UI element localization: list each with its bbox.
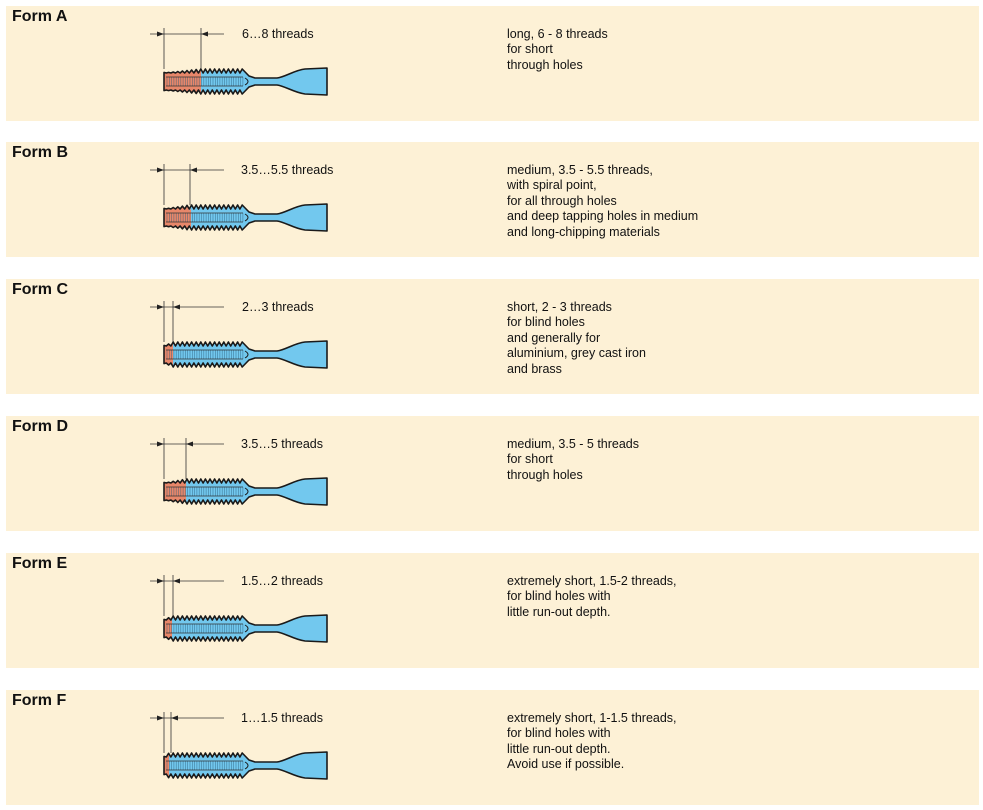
form-a-threads-label: 6…8 threads — [242, 27, 314, 41]
dimension-arrow — [157, 167, 164, 173]
tap-outline — [163, 614, 328, 643]
dimension-arrow — [157, 304, 164, 310]
form-e-description-line: little run-out depth. — [507, 604, 611, 619]
dimension-arrow — [173, 578, 180, 584]
form-c-description-line: and brass — [507, 361, 562, 376]
form-f-description: extremely short, 1-1.5 threads, for blin… — [507, 711, 677, 773]
form-e-description-line: for blind holes with — [507, 589, 611, 604]
form-c-description-line: aluminium, grey cast iron — [507, 346, 646, 361]
form-d-title: Form D — [12, 418, 68, 435]
form-a-description-line: through holes — [507, 57, 583, 72]
form-b-tap-diagram — [150, 164, 328, 232]
form-d-description-line: for short — [507, 452, 553, 467]
form-f-tap-diagram — [150, 712, 328, 780]
form-a-description-line: for short — [507, 42, 553, 57]
neck-groove — [244, 761, 249, 770]
form-b-description-line: for all through holes — [507, 193, 617, 208]
neck-groove — [244, 213, 249, 222]
form-c-description-line: and generally for — [507, 330, 601, 345]
neck-groove — [244, 624, 249, 633]
chamfer-region — [164, 478, 186, 505]
dimension-arrow — [201, 31, 208, 37]
tap-outline — [163, 340, 328, 369]
tap-outline — [163, 751, 328, 780]
form-a-title: Form A — [12, 8, 68, 25]
form-b-description-line: with spiral point, — [507, 178, 597, 193]
chamfer-region — [164, 615, 172, 642]
form-c-tap-diagram — [150, 301, 328, 369]
form-f-threads-label: 1…1.5 threads — [241, 711, 323, 725]
form-e-description-line: extremely short, 1.5-2 threads, — [507, 574, 677, 588]
form-d-description-line: through holes — [507, 467, 583, 482]
tap-body — [164, 478, 327, 505]
form-d-tap-diagram — [150, 438, 328, 506]
form-d-threads-label: 3.5…5 threads — [241, 437, 323, 451]
form-a-description: long, 6 - 8 threads for short through ho… — [507, 27, 608, 73]
dimension-arrow — [157, 578, 164, 584]
form-c-description: short, 2 - 3 threads for blind holes and… — [507, 300, 646, 377]
chamfer-region — [164, 341, 173, 368]
form-f-title: Form F — [12, 692, 67, 709]
tap-body — [164, 341, 327, 368]
tap-outline — [163, 67, 328, 96]
neck-groove — [244, 487, 249, 496]
chamfer-group — [164, 752, 244, 779]
form-b-description-line: medium, 3.5 - 5.5 threads, — [507, 163, 653, 177]
form-c-description-line: for blind holes — [507, 315, 585, 330]
form-b-threads-label: 3.5…5.5 threads — [241, 163, 334, 177]
form-e-description: extremely short, 1.5-2 threads, for blin… — [507, 574, 677, 620]
neck-groove — [244, 77, 249, 86]
form-b-description-line: and long-chipping materials — [507, 224, 660, 239]
form-b-description-line: and deep tapping holes in medium — [507, 209, 699, 224]
form-b-panel: Form B 3.5…5.5 threads medium, 3.5 - 5.5… — [6, 142, 979, 257]
chamfer-group — [164, 478, 244, 505]
form-f-description-line: Avoid use if possible. — [507, 757, 625, 772]
dimension-arrow — [157, 441, 164, 447]
form-a-panel: Form A 6…8 threads long, 6 - 8 threads f… — [6, 6, 979, 121]
form-e-threads-label: 1.5…2 threads — [241, 574, 323, 588]
form-e-tap-diagram — [150, 575, 328, 643]
form-d-panel: Form D 3.5…5 threads medium, 3.5 - 5 thr… — [6, 416, 979, 531]
chamfer-region — [164, 68, 201, 95]
form-f-description-line: little run-out depth. — [507, 741, 611, 756]
chamfer-group — [164, 615, 244, 642]
form-e-panel: Form E 1.5…2 threads extremely short, 1.… — [6, 553, 979, 668]
tap-body — [164, 204, 327, 231]
form-d-description: medium, 3.5 - 5 threads for short throug… — [507, 437, 639, 483]
form-d-description-line: medium, 3.5 - 5 threads — [507, 437, 640, 451]
tap-outline — [163, 203, 328, 232]
form-a-tap-diagram — [150, 28, 328, 96]
form-e-title: Form E — [12, 555, 68, 572]
form-f-panel: Form F 1…1.5 threads extremely short, 1-… — [6, 690, 979, 805]
dimension-arrow — [186, 441, 193, 447]
form-a-description-line: long, 6 - 8 threads — [507, 27, 608, 41]
form-c-title: Form C — [12, 281, 68, 298]
tap-body — [164, 615, 327, 642]
form-f-description-line: extremely short, 1-1.5 threads, — [507, 711, 677, 725]
form-f-description-line: for blind holes with — [507, 726, 611, 741]
form-b-title: Form B — [12, 144, 68, 161]
dimension-arrow — [171, 715, 178, 721]
dimension-arrow — [157, 31, 164, 37]
form-c-threads-label: 2…3 threads — [242, 300, 314, 314]
neck-groove — [244, 350, 249, 359]
chamfer-region — [164, 752, 169, 779]
tap-body — [164, 752, 327, 779]
form-c-panel: Form C 2…3 threads short, 2 - 3 threads … — [6, 279, 979, 394]
dimension-arrow — [190, 167, 197, 173]
tap-outline — [163, 477, 328, 506]
dimension-arrow — [173, 304, 180, 310]
spiral-point-region — [164, 209, 191, 230]
tap-body — [164, 68, 327, 95]
chamfer-group — [164, 341, 244, 368]
dimension-arrow — [157, 715, 164, 721]
form-b-description: medium, 3.5 - 5.5 threads, with spiral p… — [507, 163, 698, 240]
form-c-description-line: short, 2 - 3 threads — [507, 300, 612, 314]
